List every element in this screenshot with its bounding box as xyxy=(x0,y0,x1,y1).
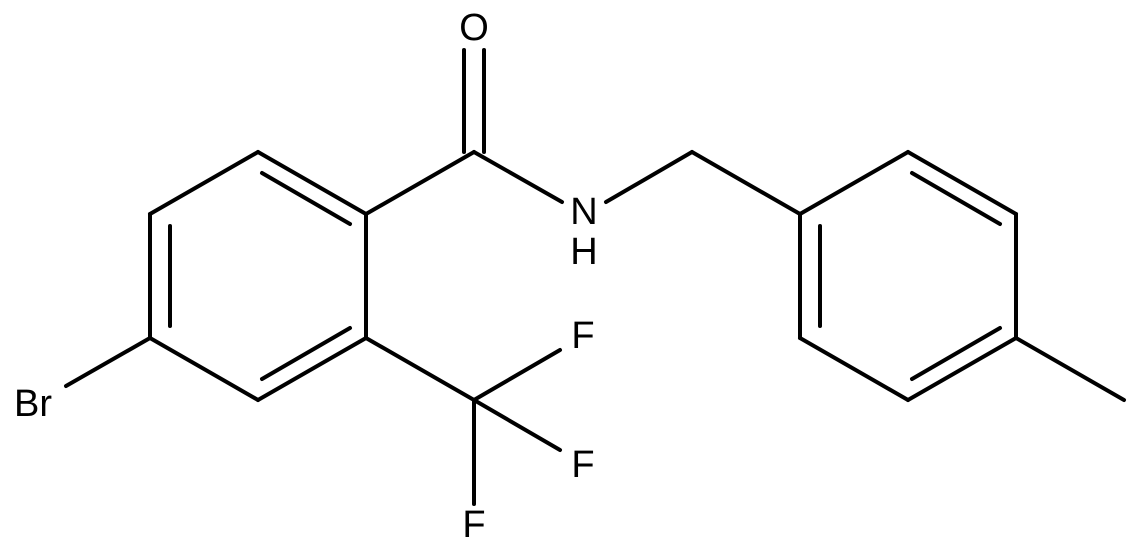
bond-c-f2 xyxy=(472,398,562,452)
bond-ring1-bottom-right xyxy=(256,336,368,402)
bond-n-ch2 xyxy=(604,150,694,204)
bond-ring1-top-left xyxy=(148,150,260,216)
bond-ch2-ring2 xyxy=(690,150,802,216)
bond-ring1-top-right-inner xyxy=(260,171,352,226)
bond-ring2-bottom-left xyxy=(798,336,910,402)
atom-fluorine-1: F xyxy=(571,315,594,357)
bonds xyxy=(64,48,1126,506)
bond-ring1-bottom-right-inner xyxy=(260,326,352,381)
atom-fluorine-2: F xyxy=(571,444,594,486)
bond-c-f1 xyxy=(472,348,562,402)
bond-ring2-methyl xyxy=(1014,336,1126,402)
bond-ring2-top-right-inner xyxy=(910,171,1002,226)
bond-ring-cf3 xyxy=(364,336,476,402)
bond-ring2-bottom-right xyxy=(906,336,1018,402)
bond-ring1-top-right xyxy=(256,150,368,216)
bond-ring-carbonyl xyxy=(364,150,476,216)
atom-fluorine-3: F xyxy=(462,504,485,546)
atom-nitrogen: N xyxy=(570,191,597,233)
bond-ring2-bottom-right-inner xyxy=(910,326,1002,381)
atom-oxygen: O xyxy=(459,7,489,49)
bond-ring1-bottom-left xyxy=(148,336,260,402)
bond-c-n xyxy=(472,150,564,204)
bond-ring2-top-right xyxy=(906,150,1018,216)
atom-labels: O N H Br F F F xyxy=(14,7,598,546)
atom-hydrogen: H xyxy=(570,231,597,273)
bond-ring2-top-left xyxy=(798,150,910,216)
atom-bromine: Br xyxy=(14,383,52,425)
bond-c-br xyxy=(64,336,152,388)
